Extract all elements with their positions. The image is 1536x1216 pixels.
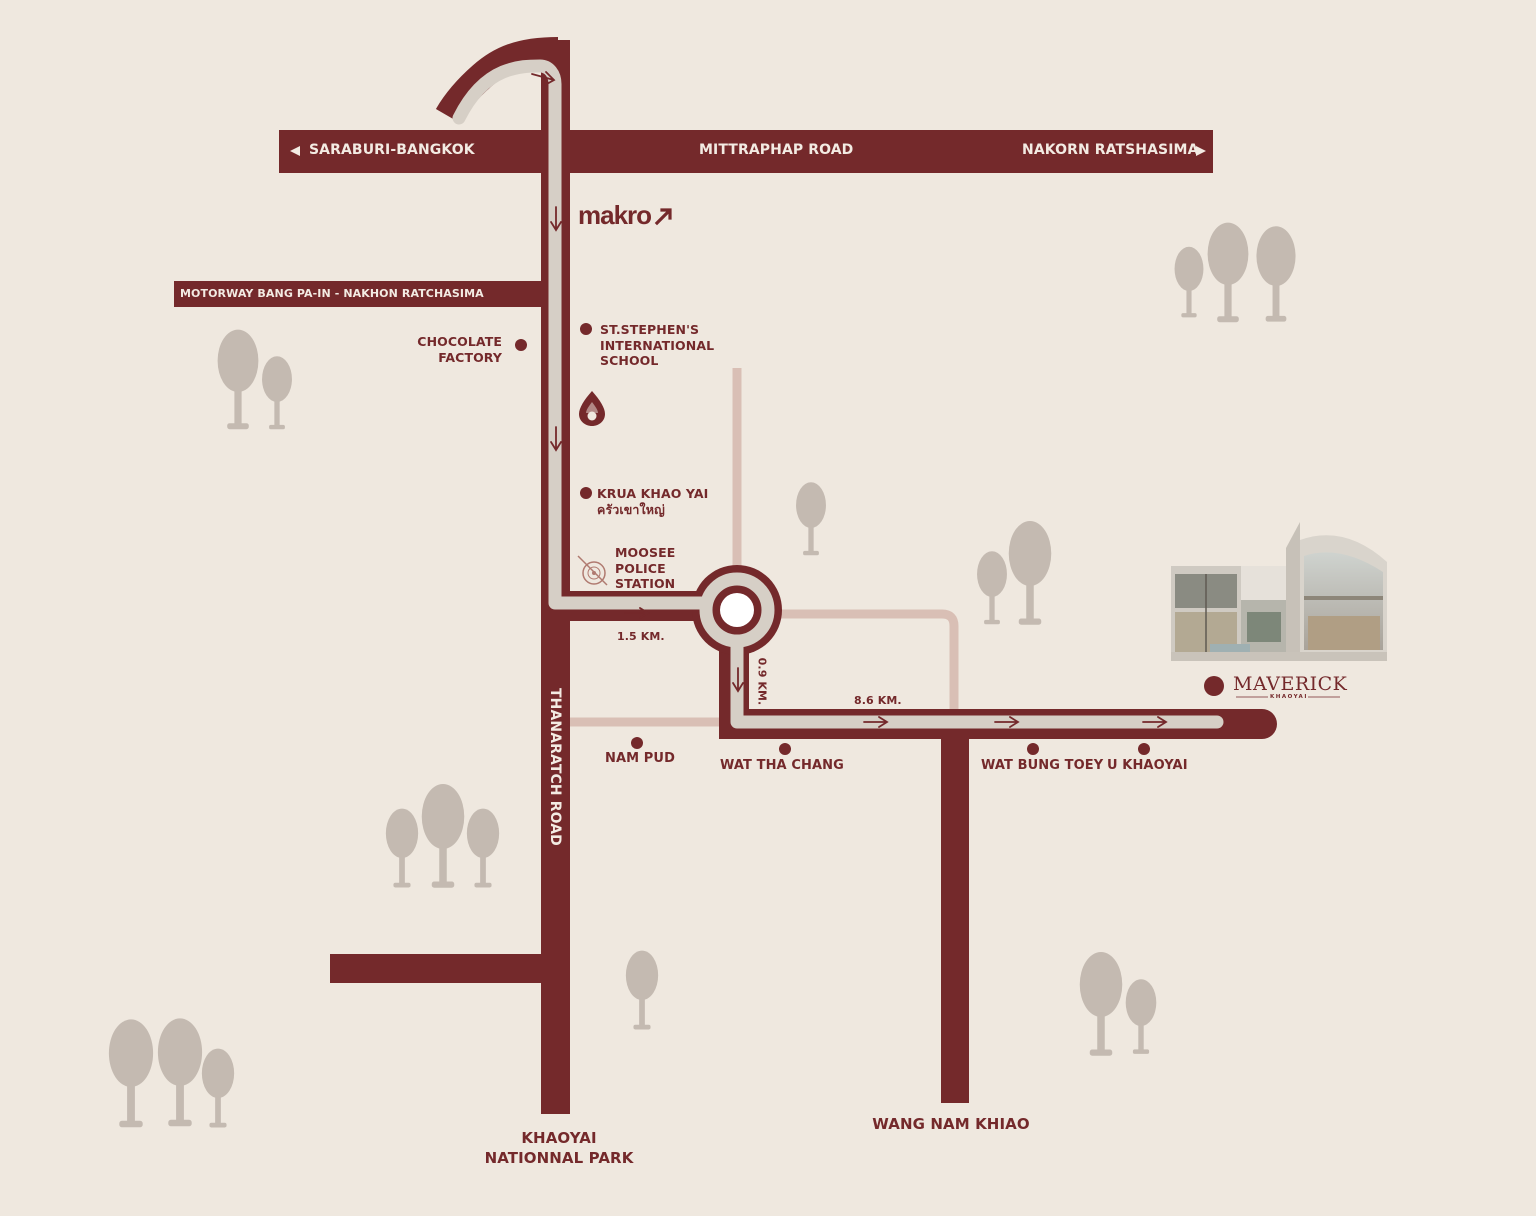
- destination-khaoyai-line-1: KHAOYAI: [521, 1129, 597, 1147]
- poi-chocolate-factory-line-1: CHOCOLATE: [417, 334, 502, 349]
- tree-single-bottom: [625, 950, 659, 1030]
- poi-chocolate-factory: CHOCOLATE FACTORY: [404, 334, 502, 365]
- destination-wang-nam-khiao: WANG NAM KHIAO: [872, 1115, 1030, 1133]
- poi-st-stephens-line-1: ST.STEPHEN'S: [600, 322, 700, 337]
- distance-label-1: 1.5 KM.: [617, 630, 665, 643]
- poi-wat-bung-toey: WAT BUNG TOEY: [981, 758, 1104, 773]
- poi-nam-pud: NAM PUD: [605, 751, 675, 766]
- route-arrows: [531, 71, 1168, 728]
- destination-khaoyai-line-2: NATIONNAL PARK: [484, 1149, 634, 1167]
- dot-icon-wat-tha-chang: [779, 743, 791, 755]
- poi-chocolate-factory-line-2: FACTORY: [438, 349, 502, 365]
- distance-label-3: 8.6 KM.: [854, 694, 902, 707]
- distance-label-2: 0.9 KM.: [755, 657, 769, 706]
- road-label-motorway: MOTORWAY BANG PA-IN - NAKHON RATCHASIMA: [180, 287, 484, 300]
- dot-icon-nam-pud: [631, 737, 643, 749]
- poi-st-stephens-school: ST.STEPHEN'S INTERNATIONAL SCHOOL: [600, 322, 714, 369]
- poi-wat-tha-chang: WAT THA CHANG: [720, 758, 844, 773]
- tree-group-top-right: [1174, 222, 1296, 323]
- poi-krua-khao-yai-line-1: KRUA KHAO YAI: [597, 486, 709, 501]
- tree-group-mid-left: [385, 784, 500, 888]
- road-label-nakorn-ratshasima: NAKORN RATSHASIMA: [1022, 142, 1199, 158]
- dot-icon-wat-bung-toey: [1027, 743, 1039, 755]
- tree-group-left: [217, 329, 292, 430]
- tree-group-bottom-right: [1079, 952, 1157, 1056]
- tree-group-center-right: [977, 521, 1052, 625]
- destination-khaoyai-national-park: KHAOYAI NATIONNAL PARK: [469, 1128, 649, 1168]
- flame-logo-icon: [579, 391, 605, 426]
- poi-krua-khao-yai-line-2: ครัวเขาใหญ่: [597, 501, 665, 517]
- poi-moosee-line-3: STATION: [615, 576, 676, 591]
- roundabout-center: [720, 593, 754, 627]
- road-label-mittraphap: MITTRAPHAP ROAD: [699, 142, 854, 158]
- poi-krua-khao-yai: KRUA KHAO YAI ครัวเขาใหญ่: [597, 486, 708, 517]
- dot-icon-maverick: [1204, 676, 1224, 696]
- dot-icon-krua-khao-yai: [580, 487, 592, 499]
- triangle-right-icon: [1196, 146, 1206, 156]
- poi-moosee-line-1: MOOSEE: [615, 545, 676, 560]
- poi-st-stephens-line-2: INTERNATIONAL: [600, 337, 715, 353]
- poi-moosee-line-2: POLICE: [615, 560, 666, 576]
- tree-group-bottom-left: [108, 1018, 235, 1128]
- poi-u-khaoyai: U KHAOYAI: [1107, 758, 1188, 773]
- poi-st-stephens-line-3: SCHOOL: [600, 353, 659, 368]
- maverick-building-image: [1171, 522, 1387, 661]
- triangle-left-icon: [290, 146, 300, 156]
- tree-single-center: [796, 482, 826, 556]
- maverick-subtitle: KHAOYAI: [1270, 694, 1308, 700]
- minor-roads: [568, 368, 959, 727]
- dot-icon-st-stephens: [580, 323, 592, 335]
- dot-icon-chocolate-factory: [515, 339, 527, 351]
- poi-moosee-police-station: MOOSEE POLICE STATION: [615, 545, 675, 592]
- route-line: [452, 59, 1224, 729]
- road-label-thanaratch: THANARATCH ROAD: [547, 688, 563, 846]
- police-emblem-icon: [577, 555, 608, 586]
- makro-logo: makro: [578, 200, 652, 230]
- dot-icon-u-khaoyai: [1138, 743, 1150, 755]
- maverick-title: MAVERICK: [1233, 673, 1348, 695]
- road-label-saraburi-bangkok: SARABURI-BANGKOK: [309, 142, 475, 158]
- arrow-up-right-icon: [654, 208, 672, 226]
